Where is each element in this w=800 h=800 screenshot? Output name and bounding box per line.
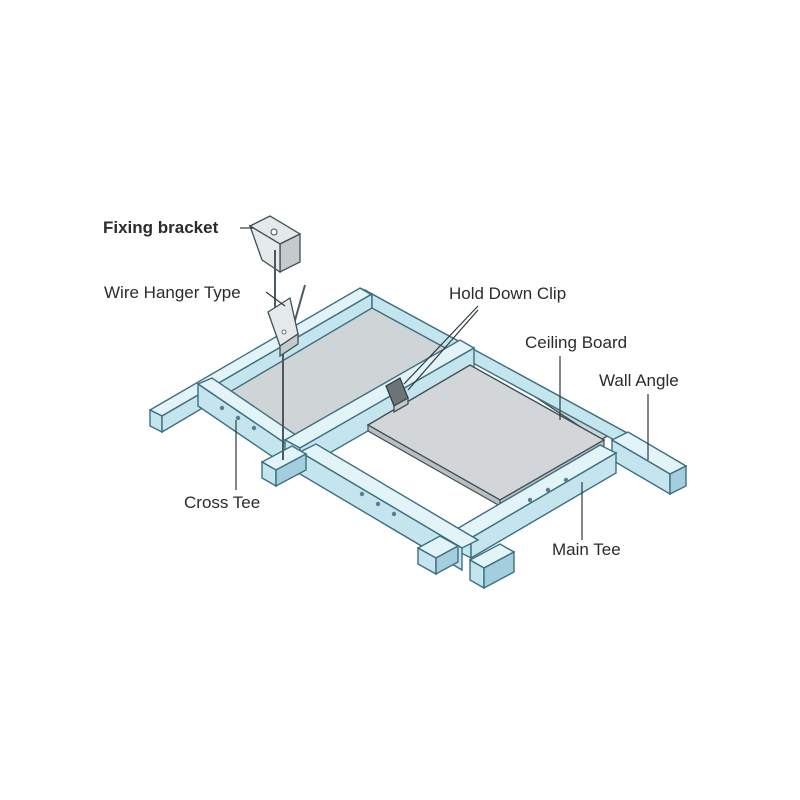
ceiling-board-label: Ceiling Board — [525, 333, 628, 352]
main-tee-label: Main Tee — [552, 540, 621, 559]
fixing-bracket-label: Fixing bracket — [103, 218, 219, 237]
leader-lines — [235, 227, 649, 540]
wall-angle-label: Wall Angle — [599, 371, 679, 390]
fixing-bracket — [248, 215, 302, 274]
hold-down-clip — [385, 377, 409, 414]
leader-wire-hanger — [265, 291, 286, 307]
wall-angle-front-right — [610, 431, 688, 496]
wire-hanger-type-label: Wire Hanger Type — [104, 283, 241, 302]
wall-angle-back-right — [359, 287, 642, 456]
cross-tee-label: Cross Tee — [184, 493, 261, 512]
hold-down-clip-label: Hold Down Clip — [449, 284, 567, 303]
leader-hold-down-clip-1 — [403, 305, 479, 385]
wire-hanger-clip — [267, 296, 299, 358]
leader-hold-down-clip-2 — [407, 309, 479, 391]
main-tee-end — [416, 535, 516, 590]
